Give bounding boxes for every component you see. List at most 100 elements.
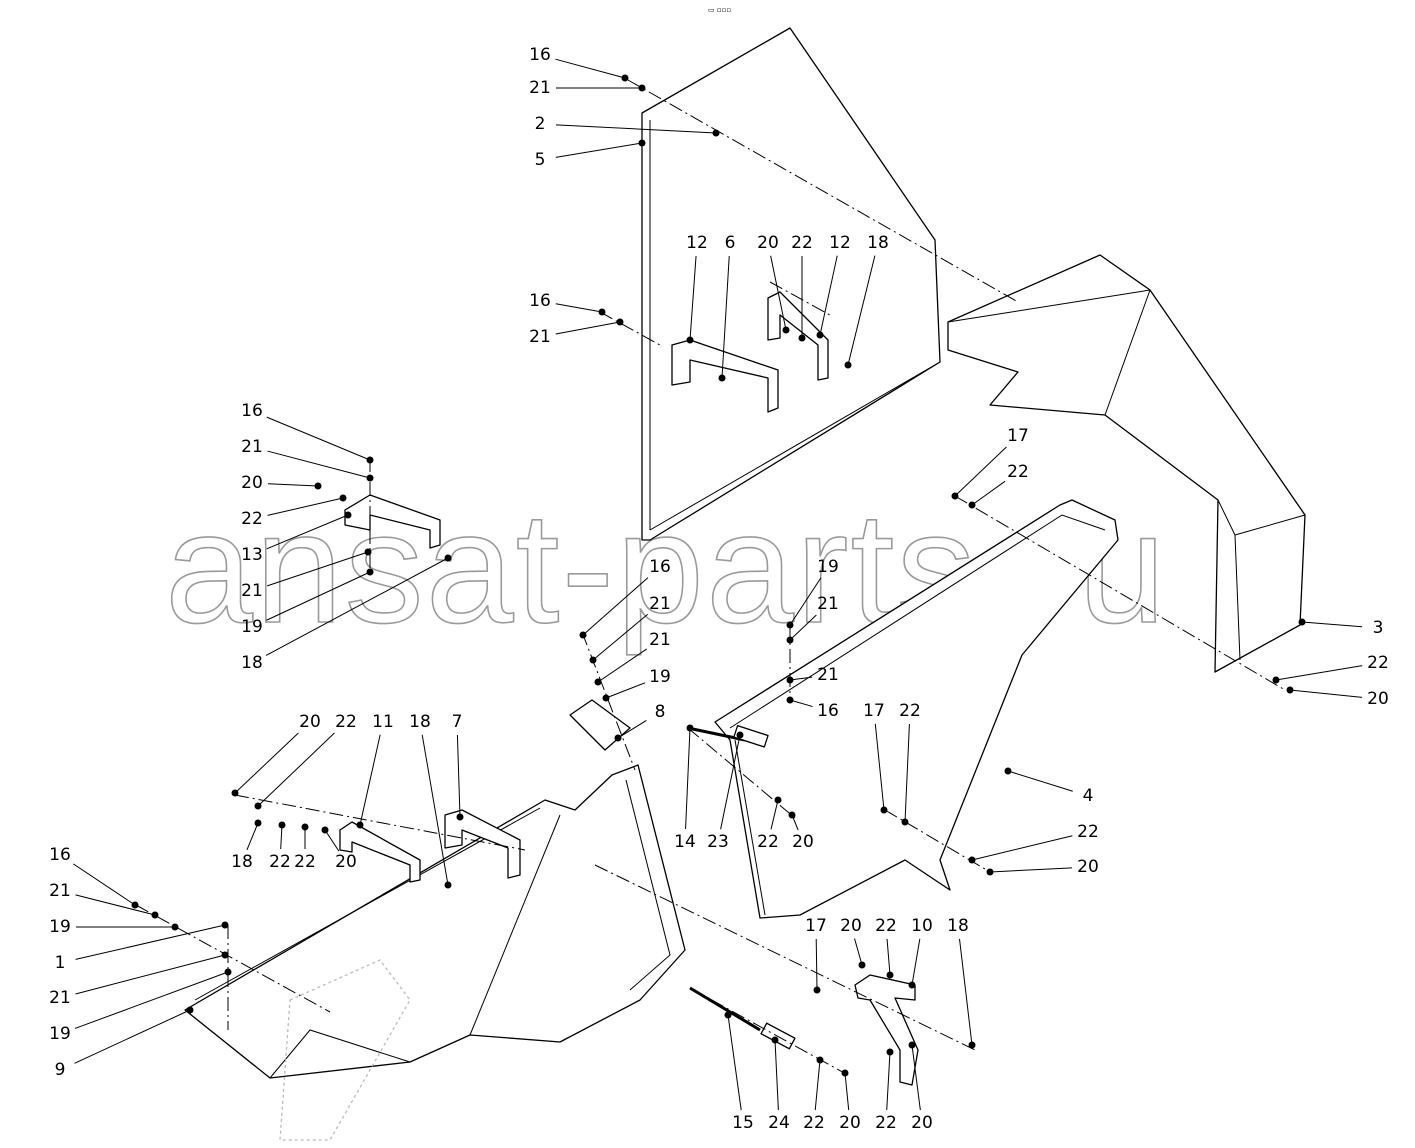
hardware-fastener [968,856,976,864]
callout-number: 20 [839,1113,861,1133]
hardware-fastener [151,911,159,919]
hardware-fastener [621,74,629,82]
callout-number: 8 [655,702,666,722]
callout-number: 5 [535,150,546,170]
callout-number: 17 [863,701,885,721]
hardware-fastener [908,1041,916,1049]
hardware-fastener [221,951,229,959]
callout-number: 22 [269,852,291,872]
callout-number: 2 [535,114,546,134]
hardware-fastener [858,961,866,969]
hardware-fastener [366,474,374,482]
bracket-11 [339,821,421,883]
hardware-fastener [171,923,179,931]
callout-number: 19 [49,917,71,937]
callout-number: 16 [241,401,263,421]
leader-line [605,682,646,699]
callout-number: 22 [241,509,263,529]
leader-line [720,734,741,830]
hardware-fastener [1298,618,1306,626]
leader-line [911,938,921,986]
hardware-fastener [774,796,782,804]
leader-line [886,1051,891,1111]
callout-number: 6 [725,233,736,253]
hardware-fastener [339,494,347,502]
hardware-fastener [798,334,806,342]
callout-number: 18 [867,233,889,253]
callout-number: 21 [529,327,551,347]
hardware-fastener [254,802,262,810]
leader-line [874,723,885,811]
hardware-fastener [321,826,329,834]
callout-number: 16 [529,45,551,65]
callout-number: 18 [241,653,263,673]
hardware-fastener [366,568,374,576]
bracket-12-left [671,339,779,413]
leader-line [592,613,649,661]
leader-line [266,571,371,621]
leader-line [1289,689,1363,698]
leader-line [246,822,259,851]
hardware-fastener [844,361,852,369]
callout-number: 20 [757,233,779,253]
hardware-fastener [686,336,694,344]
hardware-fastener [968,501,976,509]
hardware-fastener [224,968,232,976]
bracket-10 [854,974,919,1086]
hardware-fastener [786,621,794,629]
callout-number: 21 [241,437,263,457]
leader-line [597,648,648,683]
hardware-fastener [314,482,322,490]
hardware-fastener [344,511,352,519]
hardware-fastener [356,821,364,829]
callout-number: 22 [1007,462,1029,482]
callout-number: 19 [49,1024,71,1044]
callout-number: 1 [55,953,66,973]
leader-line [814,1059,821,1111]
leader-line [854,938,863,966]
hardware-fastener [718,374,726,382]
callout-number: 22 [803,1113,825,1133]
leader-line [280,824,283,850]
leader-line [555,124,717,134]
callout-number: 18 [231,852,253,872]
bolt-15 [689,986,761,1032]
hardware-fastener [736,731,744,739]
hardware-fastener [254,819,262,827]
plate-8 [569,699,631,751]
callout-number: 22 [335,712,357,732]
callout-number: 12 [829,233,851,253]
leader-line [727,1014,742,1111]
leader-line [789,577,822,626]
leader-line [789,699,813,708]
header-mark: ▭ ▫▫▫ [708,6,731,14]
callout-number: 16 [529,291,551,311]
callout-number: 17 [1007,426,1029,446]
callout-number: 22 [875,916,897,936]
callout-number: 22 [294,852,316,872]
hardware-fastener [951,492,959,500]
hardware-fastener [816,331,824,339]
bracket-13 [344,494,441,549]
leader-line [74,1009,191,1064]
spacer-23 [733,725,769,748]
leader-line [886,938,891,976]
leader-line [971,835,1073,861]
hardware-fastener [364,548,372,556]
hardware-fastener [886,971,894,979]
hardware-fastener [786,676,794,684]
callout-number: 13 [241,545,263,565]
leader-line [74,971,229,1029]
hardware-fastener [786,696,794,704]
leader-line [73,863,136,906]
hardware-fastener [786,636,794,644]
callout-number: 20 [241,473,263,493]
callout-number: 12 [686,233,708,253]
leader-line [789,676,813,681]
leader-line [1301,621,1363,628]
callout-number: 4 [1083,786,1094,806]
callout-number: 11 [372,712,394,732]
callout-number: 22 [757,832,779,852]
leader-line [555,58,626,79]
